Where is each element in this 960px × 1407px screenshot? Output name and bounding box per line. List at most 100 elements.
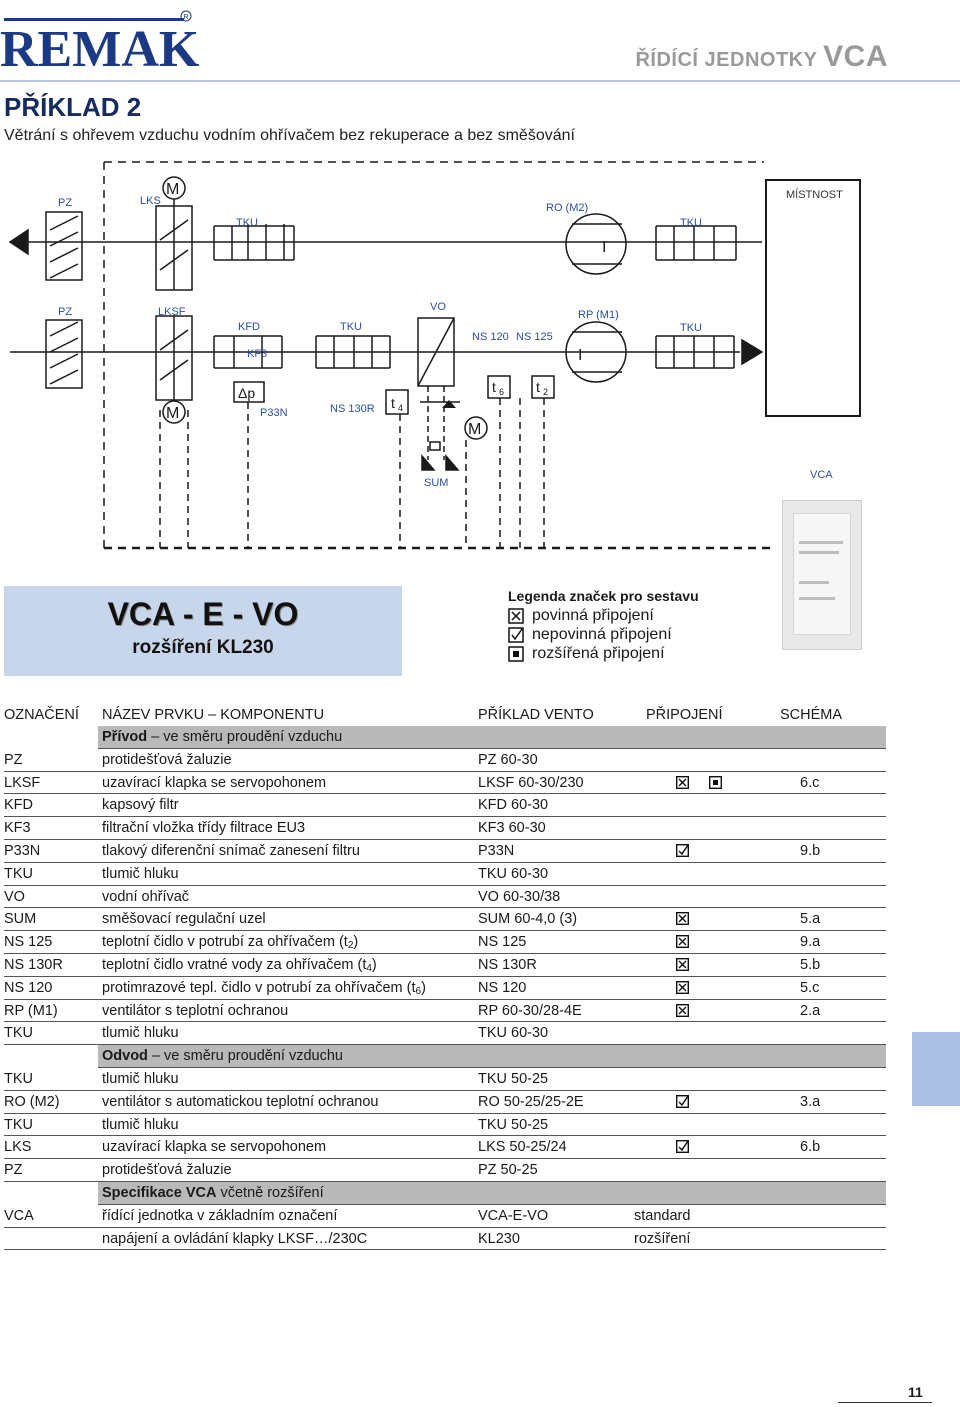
cell-name: protidešťová žaluzie — [102, 751, 232, 768]
fan-mark-bottom: I — [578, 347, 582, 364]
legend-item-mandatory: povinná připojení — [508, 606, 699, 625]
page-title: PŘÍKLAD 2 — [4, 92, 142, 122]
cell-example: KF3 60-30 — [478, 820, 546, 837]
cell-example: TKU 60-30 — [478, 1025, 549, 1042]
label-tku-mid2: TKU — [680, 322, 702, 334]
cell-name: napájení a ovládání klapky LKSF…/230C — [102, 1230, 368, 1247]
cell-code: P33N — [4, 842, 41, 859]
cell-name: ventilátor s automatickou teplotní ochra… — [102, 1093, 379, 1110]
legend-label: povinná připojení — [532, 606, 654, 624]
cell-connection — [675, 1140, 690, 1157]
cell-name: uzavírací klapka se servopohonem — [102, 1139, 327, 1156]
table-row: RO (M2) ventilátor s automatickou teplotn… — [4, 1091, 886, 1114]
cell-example: TKU 60-30 — [478, 865, 549, 882]
cell-example: VCA-E-VO — [478, 1207, 549, 1224]
cell-example: P33N — [478, 842, 515, 859]
checkbox-x-icon — [675, 912, 690, 926]
label-pz-bottom: PZ — [58, 306, 72, 318]
cell-connection — [675, 980, 690, 998]
label-tku-mid1: TKU — [340, 321, 362, 333]
cell-example: KFD 60-30 — [478, 797, 549, 814]
panel-line — [799, 541, 843, 544]
checkbox-x-icon — [508, 607, 524, 624]
label-t2-sub: 2 — [543, 387, 548, 397]
cell-schema: 3.a — [800, 1093, 821, 1110]
cell-example: SUM 60-4,0 (3) — [478, 911, 578, 928]
cell-name: filtrační vložka třídy filtrace EU3 — [102, 820, 306, 837]
checkbox-dot-icon — [508, 645, 524, 662]
label-kf3: KF3 — [247, 348, 267, 360]
cell-code: TKU — [4, 1070, 33, 1087]
cell-example: RO 50-25/25-2E — [478, 1093, 584, 1110]
section-row-spec: Specifikace VCA včetně rozšíření — [98, 1181, 886, 1205]
cell-example: TKU 50-25 — [478, 1070, 549, 1087]
cell-code: RO (M2) — [4, 1093, 60, 1110]
checkbox-check-icon — [675, 1140, 690, 1154]
col-header-code: OZNAČENÍ — [4, 707, 79, 723]
legend: Legenda značek pro sestavu povinná připo… — [508, 588, 699, 663]
legend-item-extended: rozšířená připojení — [508, 644, 699, 663]
page-number-rule — [838, 1402, 932, 1403]
cell-example: TKU 50-25 — [478, 1116, 549, 1133]
checkbox-x-icon — [675, 957, 690, 971]
cell-code: NS 125 — [4, 934, 53, 951]
panel-line — [799, 581, 829, 584]
label-lks: LKS — [140, 195, 161, 207]
cell-name: směšovací regulační uzel — [102, 911, 266, 928]
cell-name: tlumič hluku — [102, 1025, 179, 1042]
cell-schema: 5.c — [800, 979, 820, 996]
cell-schema: 2.a — [800, 1002, 821, 1019]
cell-code: PZ — [4, 1162, 23, 1179]
label-t2: t — [536, 379, 540, 395]
vca-config-code: VCA - E - VO — [107, 596, 299, 632]
cell-connection — [675, 1003, 690, 1021]
legend-label: nepovinná připojení — [532, 625, 672, 643]
cell-name: tlumič hluku — [102, 1116, 179, 1133]
cell-name: vodní ohřívač — [102, 888, 190, 905]
label-t6-sub: 6 — [499, 387, 504, 397]
cell-name: tlumič hluku — [102, 1070, 179, 1087]
table-row: KF3 filtrační vložka třídy filtrace EU3 KF… — [4, 817, 886, 840]
table-row: VCA řídící jednotka v základním označení V… — [4, 1205, 886, 1228]
cell-example: NS 130R — [478, 956, 537, 973]
cell-example: RP 60-30/28-4E — [478, 1002, 582, 1019]
sidebar-tab — [912, 1032, 960, 1106]
cell-schema: 6.c — [800, 774, 820, 791]
label-ns120: NS 120 — [472, 331, 509, 343]
label-p33n: P33N — [260, 407, 288, 419]
label-dp: Δp — [238, 385, 255, 401]
cell-code: KFD — [4, 797, 33, 814]
cell-code: TKU — [4, 1025, 33, 1042]
cell-code: VCA — [4, 1207, 34, 1224]
label-pz-top: PZ — [58, 197, 72, 209]
table-row: TKU tlumič hluku TKU 50-25 — [4, 1068, 886, 1091]
cell-code: NS 120 — [4, 979, 53, 996]
checkbox-x-icon — [675, 935, 690, 949]
section-label: Odvod – ve směru proudění vzduchu — [102, 1048, 343, 1065]
cell-connection: standard — [634, 1207, 691, 1224]
label-vca: VCA — [810, 469, 833, 481]
checkbox-dot-icon — [708, 775, 723, 789]
cell-code: KF3 — [4, 820, 31, 837]
components-table: OZNAČENÍ NÁZEV PRVKU – KOMPONENTU PŘÍKLA… — [4, 704, 886, 1251]
cell-name: teplotní čidlo vratné vody za ohřívačem … — [102, 956, 377, 974]
label-t6: t — [492, 379, 496, 395]
svg-text:R: R — [184, 14, 189, 21]
col-header-example: PŘÍKLAD VENTO — [478, 707, 594, 723]
cell-example: VO 60-30/38 — [478, 888, 561, 905]
cell-schema: 9.b — [800, 842, 821, 859]
section-title-prefix: ŘÍDÍCÍ JEDNOTKY — [635, 49, 818, 71]
cell-schema: 9.a — [800, 934, 821, 951]
checkbox-check-icon — [508, 626, 524, 643]
cell-example: NS 125 — [478, 934, 527, 951]
label-m-bottom: M — [166, 405, 179, 422]
cell-name: řídící jednotka v základním označení — [102, 1207, 338, 1224]
cell-connection — [675, 957, 690, 975]
cell-connection — [675, 843, 690, 861]
